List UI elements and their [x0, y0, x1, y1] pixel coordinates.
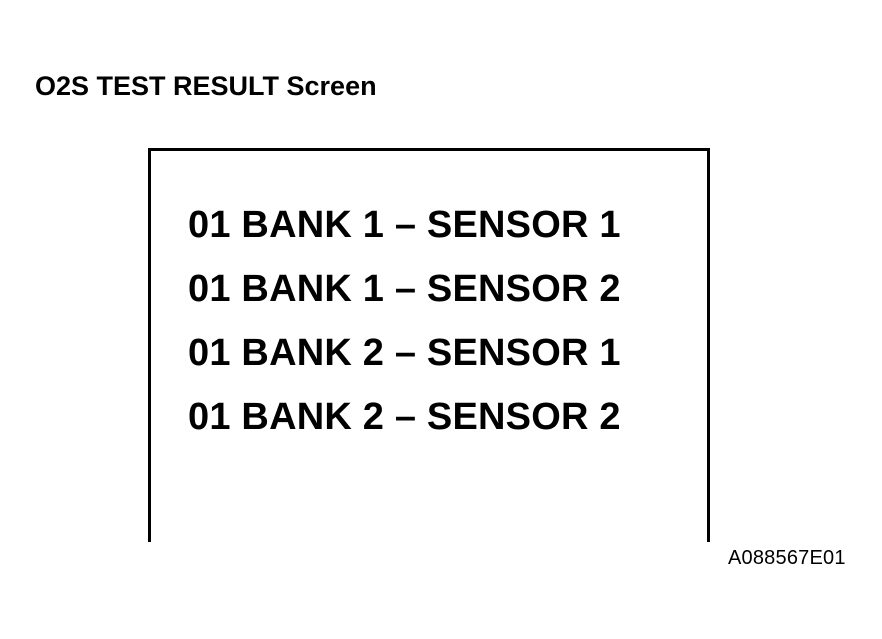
screen-list-item: 01 BANK 2 – SENSOR 2: [188, 396, 621, 438]
scan-tool-screen-panel: 01 BANK 1 – SENSOR 1 01 BANK 1 – SENSOR …: [148, 148, 710, 542]
screen-list-item: 01 BANK 1 – SENSOR 1: [188, 204, 621, 246]
screen-list-item: 01 BANK 1 – SENSOR 2: [188, 268, 621, 310]
screen-line-list: 01 BANK 1 – SENSOR 1 01 BANK 1 – SENSOR …: [188, 193, 668, 449]
screen-list-item: 01 BANK 2 – SENSOR 1: [188, 332, 621, 374]
page-title: O2S TEST RESULT Screen: [35, 71, 377, 101]
figure-reference-code: A088567E01: [728, 547, 846, 569]
